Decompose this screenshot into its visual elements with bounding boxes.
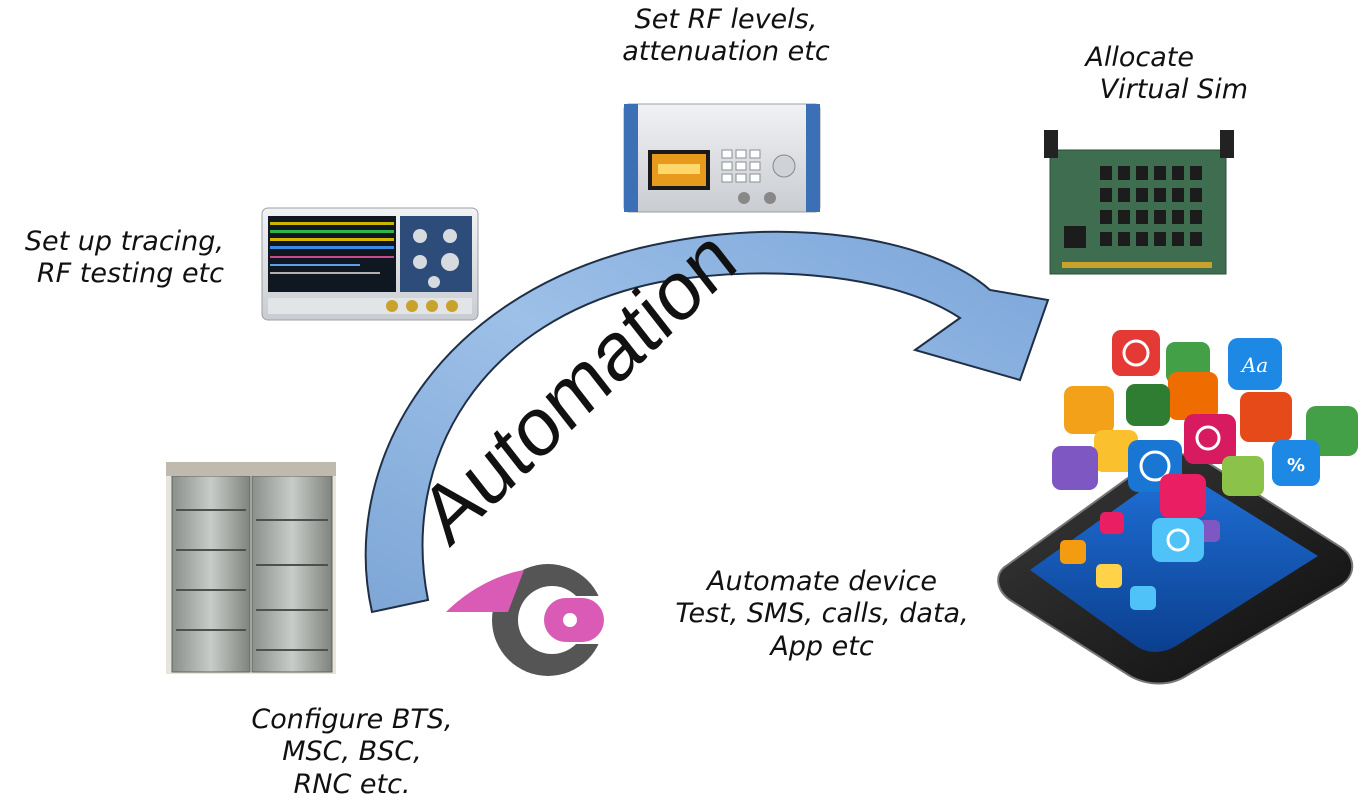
virtual-sim-line-1: Allocate	[1085, 42, 1194, 73]
tracing-line-1: Set up tracing,	[24, 226, 224, 257]
rf-levels-line-2: attenuation etc	[622, 36, 830, 68]
tracing-line-2: RF testing etc	[36, 258, 224, 290]
rf-levels-label: Set RF levels, attenuation etc	[602, 4, 850, 69]
virtual-sim-line-2: Virtual Sim	[1099, 74, 1248, 106]
device-line-2: Test, SMS, calls, data,	[675, 598, 969, 630]
device-line-3: App etc	[770, 630, 874, 662]
bts-line-2: MSC, BSC,	[282, 736, 422, 768]
tracing-label: Set up tracing, RF testing etc	[6, 226, 224, 291]
sim-card-board-icon	[1038, 124, 1234, 284]
rf-levels-line-1: Set RF levels,	[634, 4, 818, 35]
virtual-sim-label: Allocate Virtual Sim	[1060, 42, 1248, 107]
bts-label: Configure BTS, MSC, BSC, RNC etc.	[222, 704, 482, 801]
svg-text:Aa: Aa	[1240, 353, 1268, 377]
bts-line-1: Configure BTS,	[251, 704, 453, 735]
company-logo	[446, 564, 604, 676]
oscilloscope-icon	[261, 207, 479, 321]
smartphone-apps-icon: Aa %	[997, 330, 1358, 685]
telecom-rack-icon	[166, 462, 336, 674]
svg-text:%: %	[1287, 455, 1305, 476]
device-label: Automate device Test, SMS, calls, data, …	[652, 566, 992, 663]
automation-arrow	[364, 230, 1050, 614]
signal-generator-icon	[623, 103, 821, 213]
bts-line-3: RNC etc.	[293, 768, 411, 800]
device-line-1: Automate device	[706, 566, 937, 597]
